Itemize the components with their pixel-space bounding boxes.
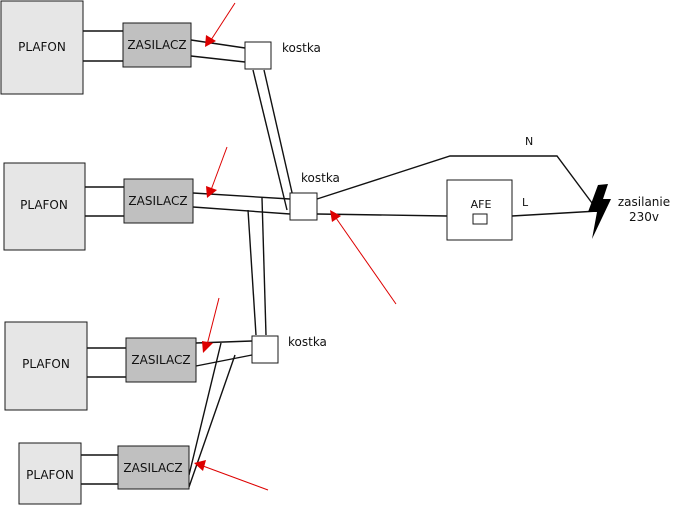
zasilacz-4-label: ZASILACZ [123, 461, 182, 475]
plafon-2: PLAFON [3, 162, 86, 251]
zasilacz-2: ZASILACZ [123, 178, 194, 224]
red-arrow-4 [202, 297, 220, 353]
plafon-4: PLAFON [18, 442, 82, 505]
afe-box: AFE [446, 179, 513, 241]
red-arrow-3 [330, 210, 397, 305]
zasilacz-3-label: ZASILACZ [131, 353, 190, 367]
kostka-1-label: kostka [282, 41, 321, 55]
plafon-3: PLAFON [4, 321, 88, 411]
zasilacz-4: ZASILACZ [117, 445, 190, 490]
zasilacz-kostka-wires [188, 39, 291, 488]
plafon-1-label: PLAFON [18, 40, 66, 54]
zasilacz-1-label: ZASILACZ [127, 38, 186, 52]
red-arrow-5 [194, 460, 269, 491]
plafon-1: PLAFON [0, 0, 84, 95]
kostka-link-wires [247, 69, 297, 336]
zasilacz-2-label: ZASILACZ [128, 194, 187, 208]
plafon-4-label: PLAFON [26, 468, 74, 482]
red-arrow-2 [206, 146, 228, 198]
kostka-2: kostka [289, 171, 340, 221]
plafon-3-label: PLAFON [22, 357, 70, 371]
red-arrow-1 [205, 2, 236, 47]
afe-label: AFE [471, 198, 492, 211]
lightning-bolt-icon [588, 184, 611, 239]
zasilacz-1: ZASILACZ [122, 22, 192, 68]
plafon-zasilacz-wires [81, 30, 126, 485]
supply-wires [316, 155, 599, 217]
live-label: L [522, 196, 529, 209]
kostka-3: kostka [251, 335, 327, 364]
neutral-label: N [525, 135, 533, 148]
kostka-1: kostka [244, 41, 321, 70]
kostka-3-label: kostka [288, 335, 327, 349]
plafon-2-label: PLAFON [20, 198, 68, 212]
supply-label-line1: zasilanie [618, 195, 670, 209]
zasilacz-3: ZASILACZ [125, 337, 197, 383]
afe-indicator [472, 213, 488, 225]
kostka-2-label: kostka [301, 171, 340, 185]
supply-label-line2: 230v [629, 210, 659, 224]
